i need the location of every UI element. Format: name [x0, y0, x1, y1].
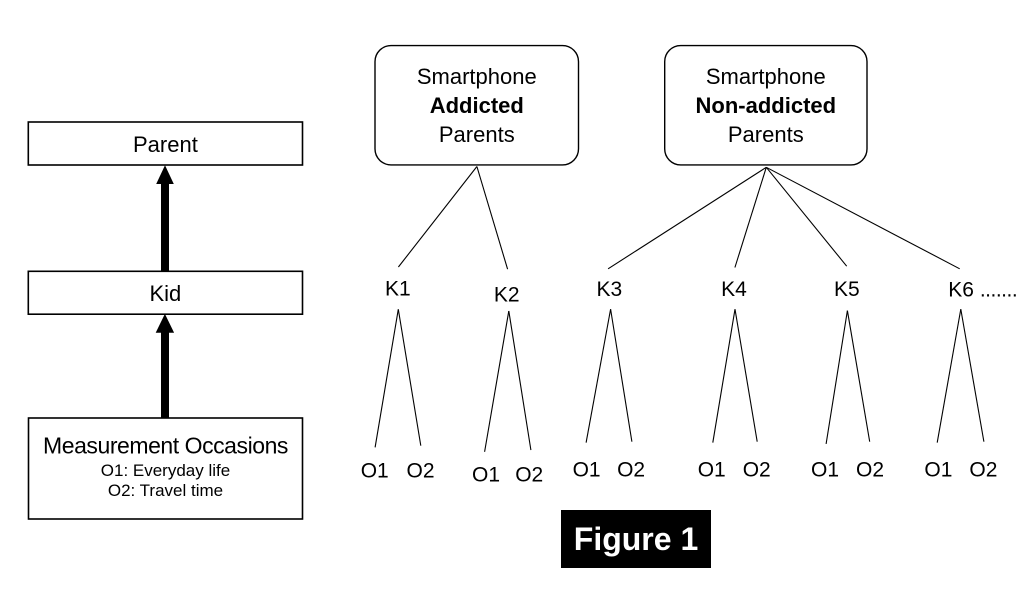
svg-text:Smartphone: Smartphone [417, 64, 537, 89]
svg-text:O2: O2 [856, 459, 884, 482]
svg-text:Smartphone: Smartphone [706, 64, 826, 89]
svg-text:Parent: Parent [133, 132, 198, 157]
svg-text:Addicted: Addicted [430, 93, 524, 118]
svg-text:O2: O2 [969, 459, 997, 482]
svg-text:Figure 1: Figure 1 [574, 521, 698, 557]
svg-text:O1: O1 [924, 459, 952, 482]
svg-text:O1: Everyday life: O1: Everyday life [101, 461, 230, 480]
svg-text:K3: K3 [596, 278, 622, 301]
svg-text:K2: K2 [494, 284, 520, 307]
svg-text:O2: Travel time: O2: Travel time [108, 481, 223, 500]
svg-text:K1: K1 [385, 278, 411, 301]
svg-text:O2: O2 [743, 459, 771, 482]
svg-text:Parents: Parents [439, 122, 515, 147]
svg-text:K4: K4 [721, 278, 747, 301]
svg-text:K6 .......: K6 ....... [948, 278, 1017, 301]
svg-text:K5: K5 [834, 278, 860, 301]
svg-text:O2: O2 [617, 459, 645, 482]
svg-text:Non-addicted: Non-addicted [696, 93, 837, 118]
svg-text:O2: O2 [406, 460, 434, 483]
svg-text:O1: O1 [811, 459, 839, 482]
svg-text:O2: O2 [515, 464, 543, 487]
svg-text:O1: O1 [472, 464, 500, 487]
svg-text:O1: O1 [573, 459, 601, 482]
svg-text:O1: O1 [361, 460, 389, 483]
svg-text:Parents: Parents [728, 122, 804, 147]
svg-text:Kid: Kid [150, 281, 182, 306]
svg-text:O1: O1 [698, 459, 726, 482]
svg-text:Measurement Occasions: Measurement Occasions [43, 433, 288, 459]
